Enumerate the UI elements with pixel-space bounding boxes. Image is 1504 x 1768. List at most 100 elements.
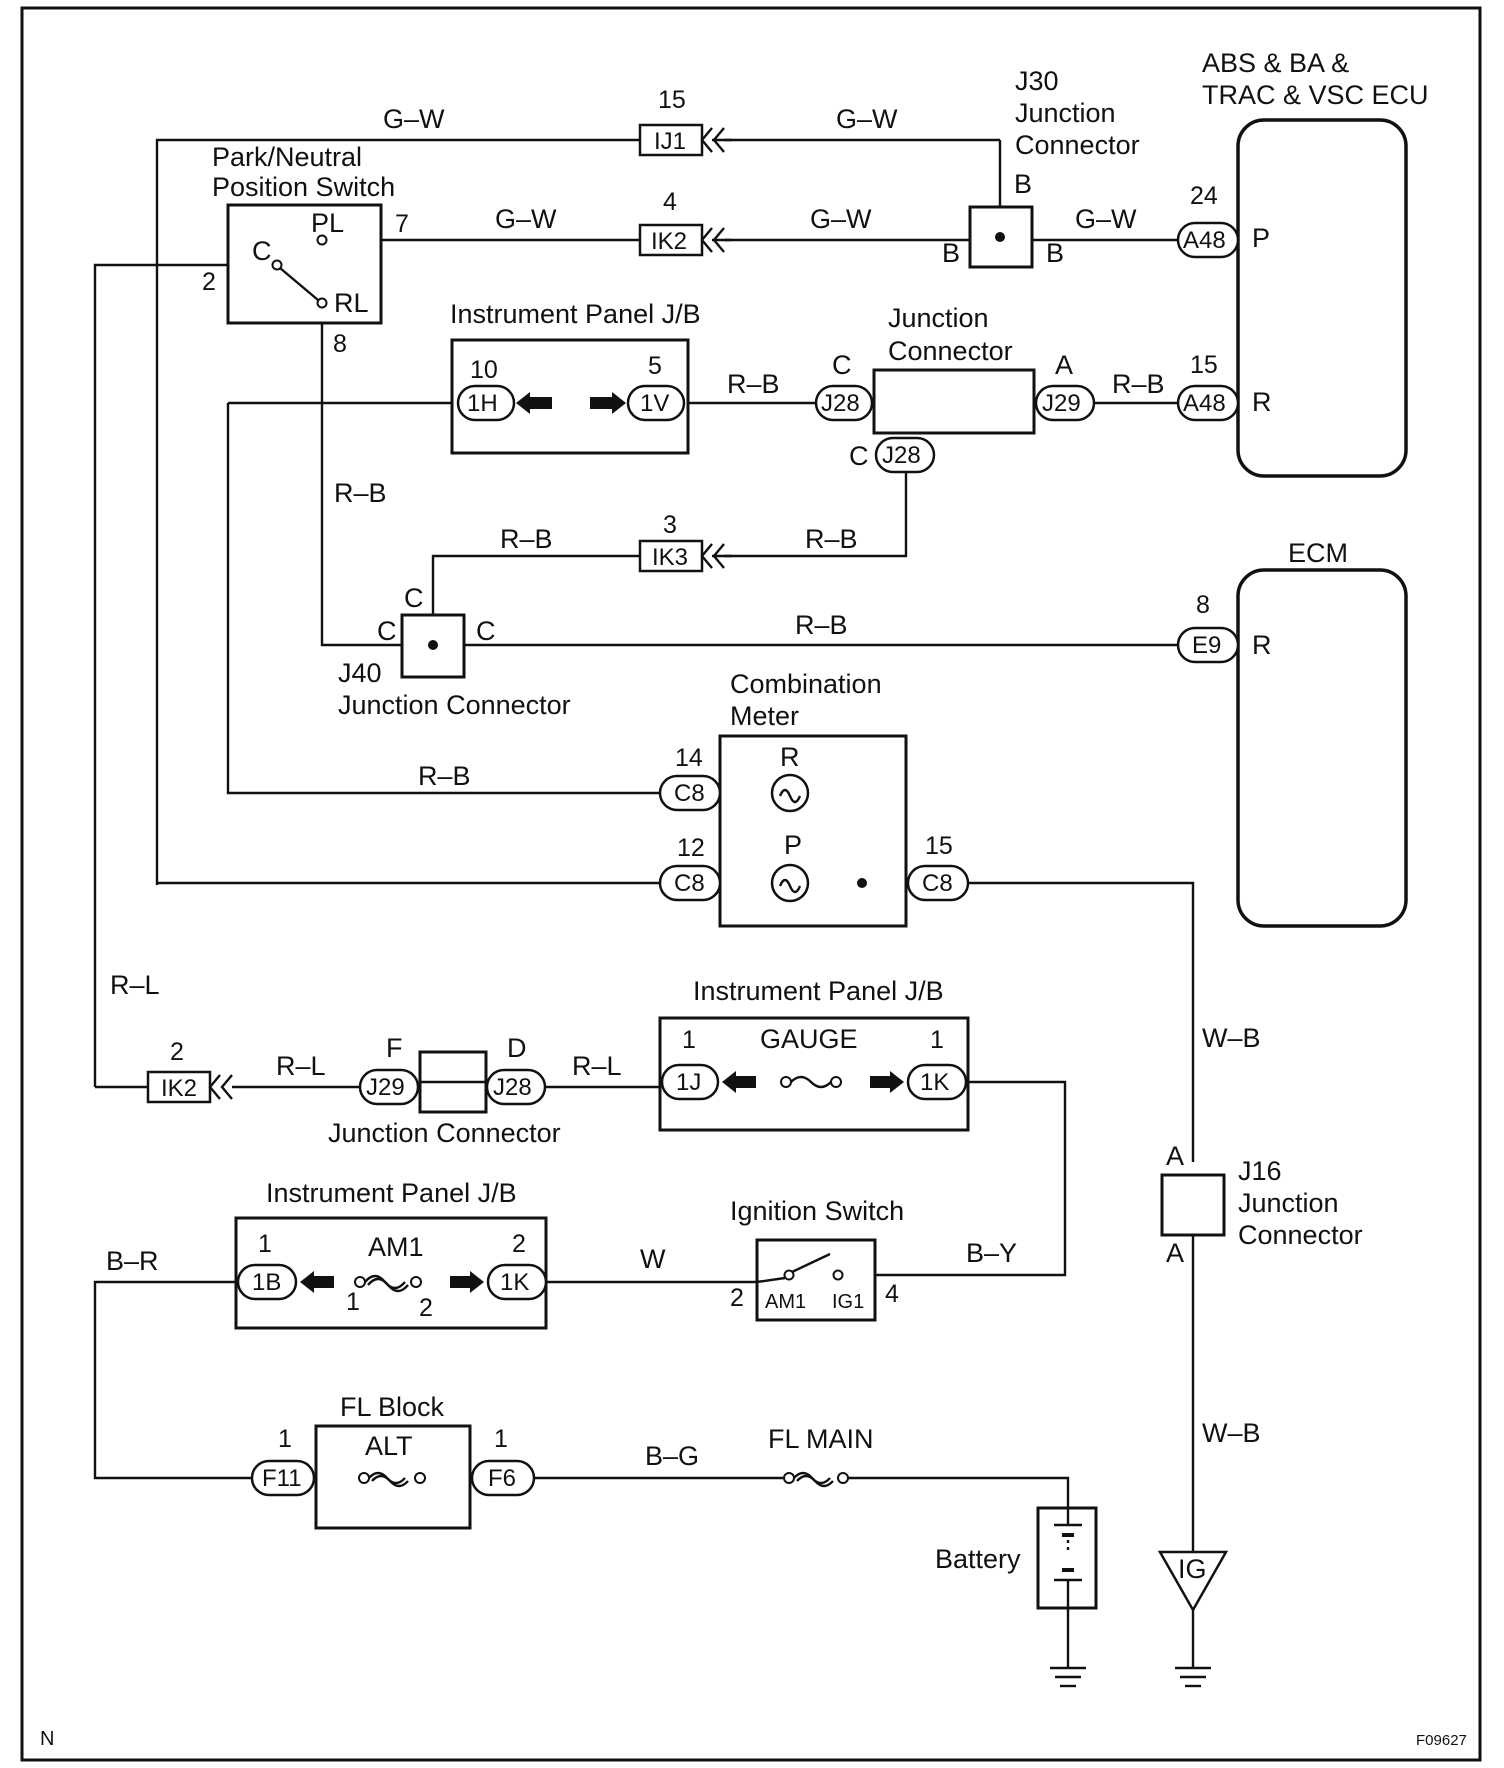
ik2-top-label: IK2 [651, 228, 687, 255]
wire-label-rl-2: R–L [276, 1051, 326, 1081]
battery-label: Battery [935, 1544, 1021, 1574]
ij1-connector: 15 IJ1 [638, 86, 732, 157]
ik3-label: IK3 [652, 544, 688, 571]
ik2-top-pin: 4 [663, 188, 677, 216]
jc-top-label-line1: Junction [888, 303, 989, 333]
wire-label-w: W [640, 1244, 666, 1274]
wire-label-by: B–Y [966, 1238, 1017, 1268]
wire-label-wb-2: W–B [1202, 1418, 1261, 1448]
jc-top-pin-c: C [832, 350, 852, 380]
ipjb-top-label: Instrument Panel J/B [450, 299, 701, 329]
jc-top-label-line2: Connector [888, 336, 1013, 366]
ecm-label: ECM [1288, 538, 1348, 568]
j40-junction-connector: C C C J40 Junction Connector [338, 583, 571, 720]
am1-fuse-pin-2: 2 [419, 1294, 433, 1322]
instrument-panel-jb-top: Instrument Panel J/B 10 5 1H 1V [450, 299, 701, 455]
j40-pin-c-left: C [377, 616, 397, 646]
ignition-ig1-term: IG1 [832, 1291, 864, 1313]
ignition-pin-2: 2 [730, 1284, 744, 1312]
wire-label-rb-4: R–B [500, 524, 553, 554]
wire-label-gw-4: G–W [810, 204, 872, 234]
wire-label-wb-1: W–B [1202, 1023, 1261, 1053]
ecm: ECM R [1236, 538, 1408, 928]
j16-junction-connector: A A J16 Junction Connector [1160, 1141, 1363, 1268]
combo-lamp-p-label: P [784, 830, 802, 860]
combination-meter: Combination Meter R P 14 12 15 C8 C8 C8 [658, 669, 970, 928]
footer-left: N [40, 1728, 54, 1750]
ik3-pin: 3 [663, 511, 677, 539]
instrument-panel-jb-am1: Instrument Panel J/B 1 2 AM1 1B 1K 1 2 [234, 1178, 548, 1330]
ik2-connector-top: 4 IK2 [638, 188, 732, 257]
combo-label-line2: Meter [730, 701, 799, 731]
combo-c8-12: C8 [674, 870, 705, 897]
ignition-pin-4: 4 [885, 1280, 899, 1308]
gauge-1j: 1J [676, 1069, 701, 1096]
ij1-pin: 15 [658, 86, 686, 114]
park-neutral-switch: Park/Neutral Position Switch PL RL C 7 2… [202, 142, 409, 358]
wire-label-rl-1: R–L [110, 970, 160, 1000]
a48-r-pin: 15 [1190, 351, 1218, 379]
pnp-label-line1: Park/Neutral [212, 142, 362, 172]
ipjb-top-1h: 1H [467, 390, 498, 417]
pnp-label-line2: Position Switch [212, 172, 395, 202]
fl-f11: F11 [262, 1465, 302, 1492]
fl-block-label: FL Block [340, 1392, 445, 1422]
j16-pin-a-top: A [1166, 1141, 1184, 1171]
fuse-am1-icon [354, 1276, 366, 1288]
gauge-label: GAUGE [760, 1024, 858, 1054]
gauge-pin-1-right: 1 [930, 1026, 944, 1054]
wire-label-rb-2: R–B [1112, 369, 1165, 399]
am1-pin-1-top: 1 [258, 1230, 272, 1258]
combo-pin-12: 12 [677, 834, 705, 862]
fl-pin-1-right: 1 [494, 1425, 508, 1453]
j16-pin-a-bottom: A [1166, 1238, 1184, 1268]
ig-ground-label: IG [1178, 1554, 1207, 1584]
j16-label-line3: Connector [1238, 1220, 1363, 1250]
jc-bottom-j28: J28 [493, 1074, 532, 1101]
wire-label-gw-1: G–W [383, 104, 445, 134]
j40-label-line1: J40 [338, 658, 382, 688]
combo-c8-15: C8 [922, 870, 953, 897]
combo-label-line1: Combination [730, 669, 882, 699]
wire-label-rb-3: R–B [334, 478, 387, 508]
ecm-pin-r: R [1252, 630, 1272, 660]
ipjb-low-label: Instrument Panel J/B [266, 1178, 517, 1208]
wire-label-br: B–R [106, 1246, 159, 1276]
ipjb-mid-label: Instrument Panel J/B [693, 976, 944, 1006]
battery: Battery [935, 1506, 1098, 1610]
instrument-panel-jb-gauge: Instrument Panel J/B GAUGE 1 1 1J 1K [658, 976, 970, 1132]
j30-pin-b-right: B [1046, 238, 1064, 268]
a48-r-label: A48 [1183, 390, 1226, 417]
j40-pin-c-top: C [404, 583, 424, 613]
a48-p-label: A48 [1183, 227, 1226, 254]
jc-top-pin-a: A [1055, 350, 1073, 380]
diagram-frame [20, 6, 1482, 1762]
abs-ecu-label-line1: ABS & BA & [1202, 48, 1349, 78]
junction-connector-top: Junction Connector C A J28 J29 J28 C [814, 303, 1096, 474]
wire-labels: G–W G–W G–W G–W G–W R–B R–B R–B R–B R–B … [106, 104, 1261, 1471]
ik2-connector-bottom: 2 IK2 [146, 1038, 233, 1104]
wire-label-gw-2: G–W [836, 104, 898, 134]
wire-label-gw-3: G–W [495, 204, 557, 234]
a48-r-connector: 15 A48 [1176, 351, 1240, 422]
j30-label-line2: Junction [1015, 98, 1116, 128]
e9-pin: 8 [1196, 591, 1210, 619]
jc-bottom-pin-f: F [386, 1033, 403, 1063]
e9-label: E9 [1192, 632, 1221, 659]
jc-top-j28: J28 [821, 390, 860, 417]
gauge-1k: 1K [920, 1069, 949, 1096]
jc-bottom-j29: J29 [366, 1074, 405, 1101]
j30-pin-b-left: B [942, 238, 960, 268]
junction-connector-bottom: F D J29 J28 Junction Connector [328, 1033, 561, 1148]
a48-p-connector: 24 A48 [1176, 182, 1240, 259]
jc-top-pin-c-lower: C [849, 441, 869, 471]
wire-label-rb-6: R–B [795, 610, 848, 640]
combo-pin-15: 15 [925, 832, 953, 860]
j30-junction-connector: J30 Junction Connector B B B [942, 66, 1140, 269]
ik2-bottom-label: IK2 [161, 1075, 197, 1102]
jc-top-j28-lower: J28 [882, 442, 921, 469]
wire-label-rb-1: R–B [727, 369, 780, 399]
a48-p-pin: 24 [1190, 182, 1218, 210]
abs-ecu-pin-r: R [1252, 387, 1272, 417]
